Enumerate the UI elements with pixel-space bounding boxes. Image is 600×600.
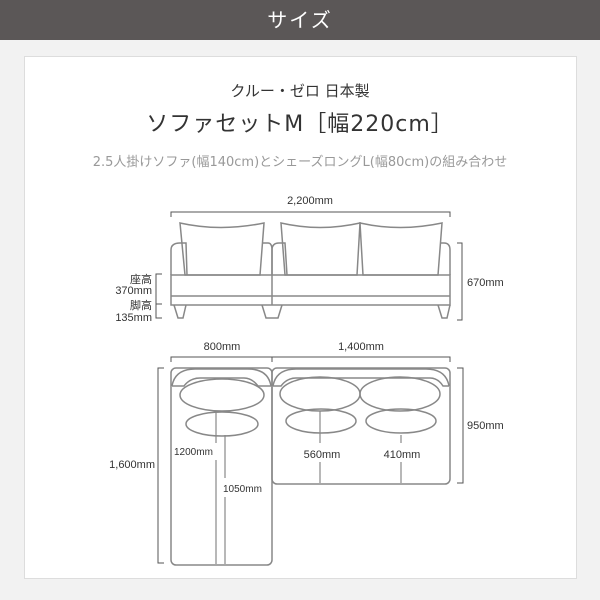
- seat-height-label: 座高: [130, 272, 152, 286]
- leg-height-value: 135mm: [115, 312, 152, 324]
- left-width-label: 800mm: [204, 341, 241, 353]
- top-width-dimension-line: [170, 356, 451, 362]
- seat-base: [170, 274, 451, 306]
- section-header: サイズ: [0, 0, 600, 40]
- back-cushion: [280, 222, 361, 276]
- seat-leg-dimension-line: [155, 273, 162, 319]
- width-label: 2,200mm: [287, 195, 333, 207]
- sofa-module: [271, 367, 451, 485]
- right-depth-label: 950mm: [467, 420, 504, 432]
- depth-dimension-line: [157, 367, 164, 564]
- chaise-depth-1: 1200mm: [174, 447, 213, 458]
- height-label: 670mm: [467, 277, 504, 289]
- width-dimension-line: [170, 211, 451, 217]
- seat-height-value: 370mm: [115, 285, 152, 297]
- chaise-module: [170, 367, 273, 566]
- height-dimension-line: [457, 242, 463, 321]
- content-panel: [24, 56, 577, 579]
- arm: [170, 242, 273, 276]
- seat-depth-2: 410mm: [384, 449, 421, 461]
- back-cushion: [179, 222, 265, 276]
- leg-height-label: 脚高: [130, 298, 152, 312]
- arm: [271, 242, 451, 276]
- right-width-label: 1,400mm: [338, 341, 384, 353]
- legs: [173, 304, 451, 319]
- back-cushion: [359, 222, 443, 276]
- left-depth-label: 1,600mm: [109, 459, 155, 471]
- seat-depth-1: 560mm: [304, 449, 341, 461]
- product-name: ソファセットM［幅220cm］: [146, 112, 454, 137]
- product-series: クルー・ゼロ 日本製: [230, 82, 370, 100]
- front-view: [155, 211, 463, 321]
- depth-dimension-line: [457, 367, 464, 484]
- top-view: [157, 356, 464, 566]
- chaise-depth-2: 1050mm: [223, 484, 262, 495]
- product-description: 2.5人掛けソファ(幅140cm)とシェーズロングL(幅80cm)の組み合わせ: [92, 155, 508, 170]
